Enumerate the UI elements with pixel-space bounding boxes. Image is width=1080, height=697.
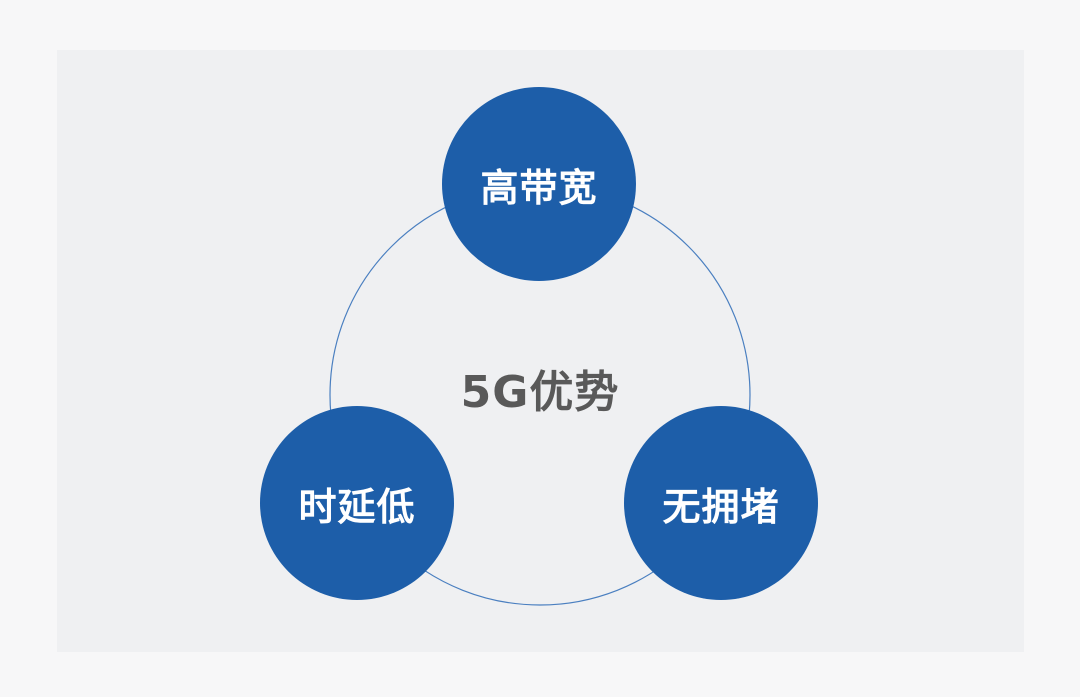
- node-label: 无拥堵: [662, 484, 780, 529]
- node-no-congestion: 无拥堵: [624, 406, 818, 600]
- center-label: 5G优势: [460, 367, 620, 418]
- node-label: 时延低: [298, 484, 416, 529]
- node-low-latency: 时延低: [260, 406, 454, 600]
- node-high-bandwidth: 高带宽: [442, 87, 636, 281]
- node-label: 高带宽: [480, 165, 598, 210]
